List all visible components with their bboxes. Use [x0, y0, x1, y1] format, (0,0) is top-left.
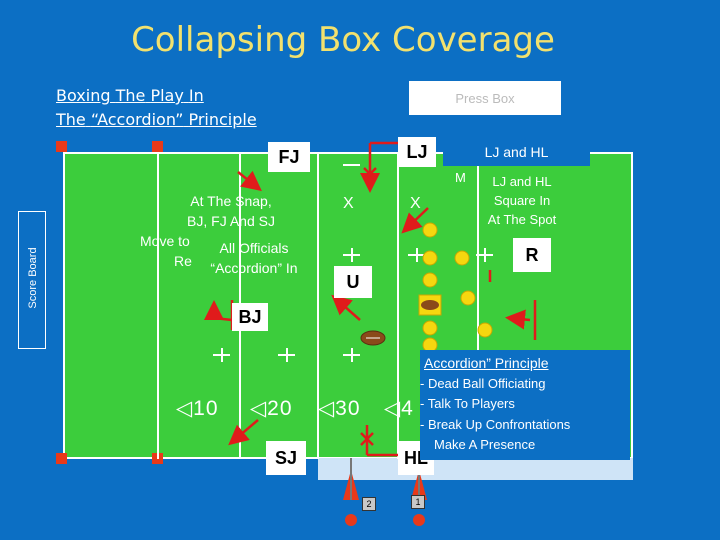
sideline-area [318, 458, 633, 480]
x-mark-1: X [343, 195, 354, 212]
all-officials-note: All Officials “Accordion” In [210, 240, 298, 276]
score-board: Score Board [18, 211, 46, 349]
official-r: R [513, 238, 551, 272]
principle-panel [420, 350, 630, 460]
x-mark-2: X [410, 195, 421, 212]
official-u: U [334, 266, 372, 298]
principle-item-4: Make A Presence [434, 437, 536, 452]
yard-marker-20: ◁20 [250, 397, 293, 420]
subtitle-line-1: Boxing The Play In [56, 86, 204, 105]
pylon-bottom-left [56, 453, 67, 464]
lj-in-arrow [401, 207, 429, 234]
yard-marker-30: ◁30 [318, 397, 361, 420]
callout-partial-text: M [455, 170, 466, 185]
chain-marker-right [413, 514, 425, 526]
official-fj: FJ [268, 142, 310, 172]
x-marker-red-bottom [360, 432, 374, 446]
snap-note: At The Snap, BJ, FJ And SJ Move to Re [140, 193, 275, 269]
official-lj: LJ [398, 137, 436, 167]
x-marker-red [363, 167, 377, 181]
principle-item-1: - Dead Ball Officiating [420, 376, 546, 391]
chain-marker-left [345, 514, 357, 526]
principle-item-3: - Break Up Confrontations [420, 417, 571, 432]
principle-heading: Accordion” Principle [424, 355, 549, 371]
callout-lj-hl: LJ and HL [443, 138, 590, 166]
official-bj: BJ [232, 303, 268, 331]
sj-arrow [228, 419, 259, 446]
u-arrow [331, 294, 361, 321]
subtitle-line-2: The “Accordion” Principle [56, 110, 257, 129]
principle-item-2: - Talk To Players [420, 396, 515, 411]
offense-players [422, 222, 493, 353]
chain-box-1: 1 [411, 495, 425, 509]
yard-marker-10: ◁10 [176, 397, 219, 420]
callout-square-in: LJ and HL Square In At The Spot [487, 174, 557, 227]
yard-marker-40: ◁4 [384, 397, 414, 420]
bj-line [213, 316, 233, 322]
pylon-top [152, 141, 163, 152]
r-arrow [505, 309, 531, 330]
press-box: Press Box [409, 81, 561, 115]
slide-title: Collapsing Box Coverage [131, 20, 555, 60]
fj-move-arrow [237, 170, 262, 192]
football-icon [421, 300, 439, 310]
official-sj: SJ [266, 441, 306, 475]
pylon-top-left [56, 141, 67, 152]
chain-box-2: 2 [362, 497, 376, 511]
